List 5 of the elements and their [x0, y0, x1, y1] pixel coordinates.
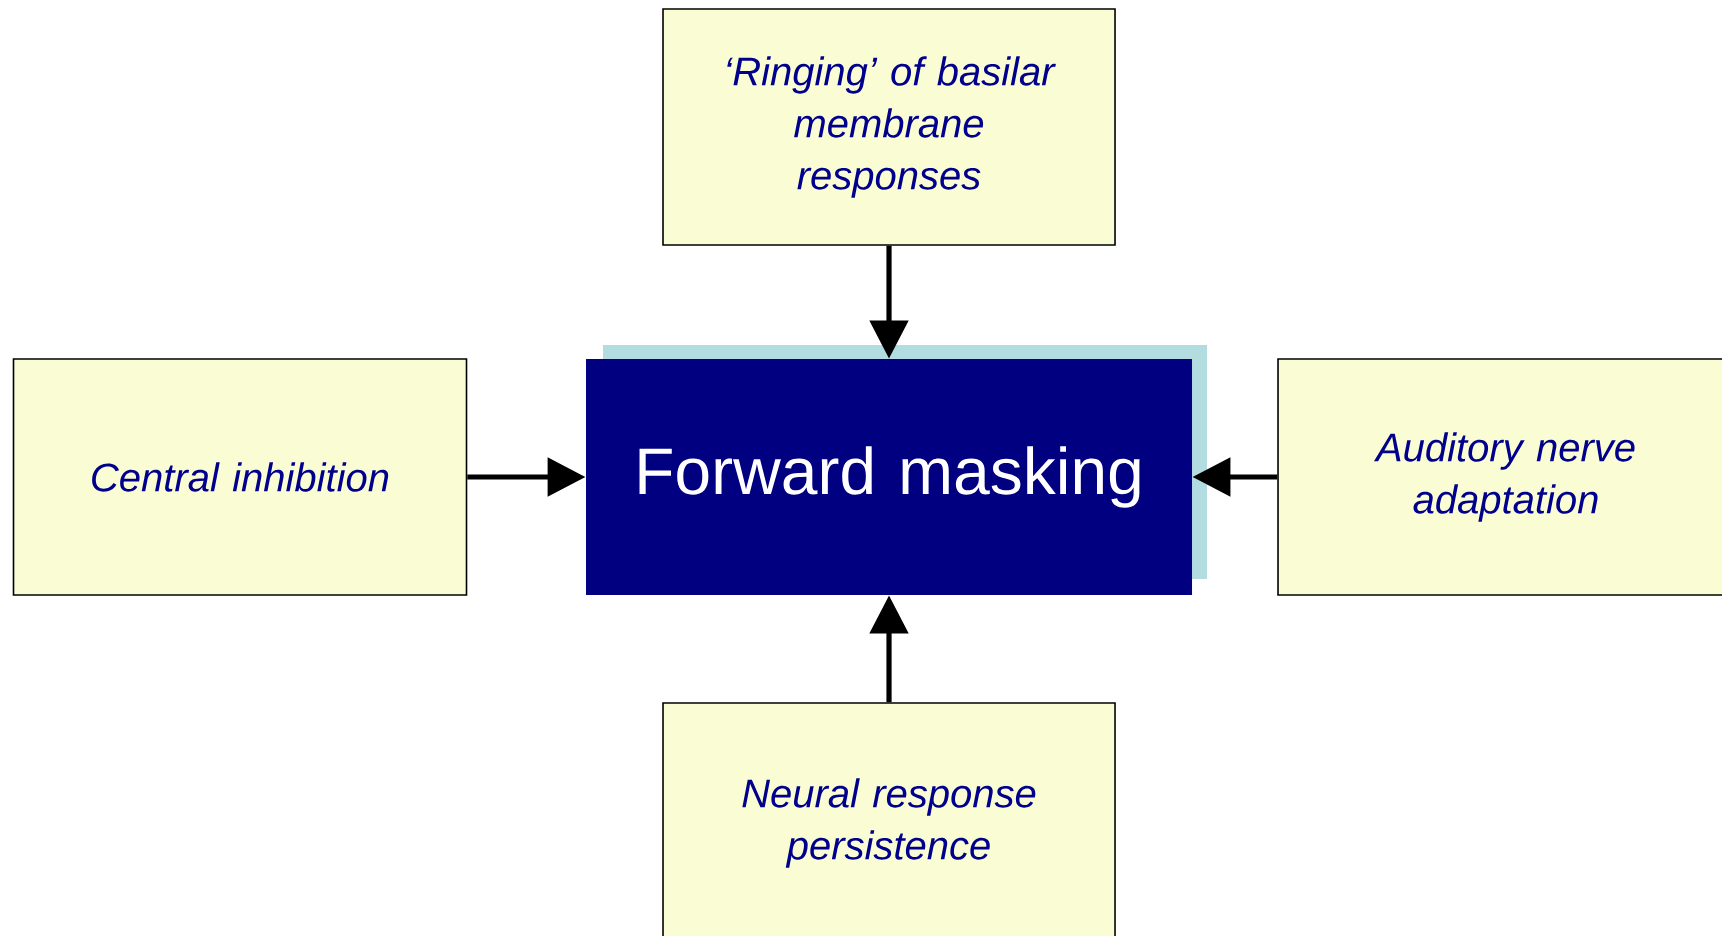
text-box: Auditory nerve adaptation: [1277, 358, 1722, 596]
highlighted-box: Forward masking: [586, 359, 1192, 595]
text-box: Central inhibition: [12, 358, 468, 596]
text-box: Neural response persistence: [662, 702, 1116, 936]
text-box: ‘Ringing’ of basilar membrane responses: [662, 8, 1116, 246]
